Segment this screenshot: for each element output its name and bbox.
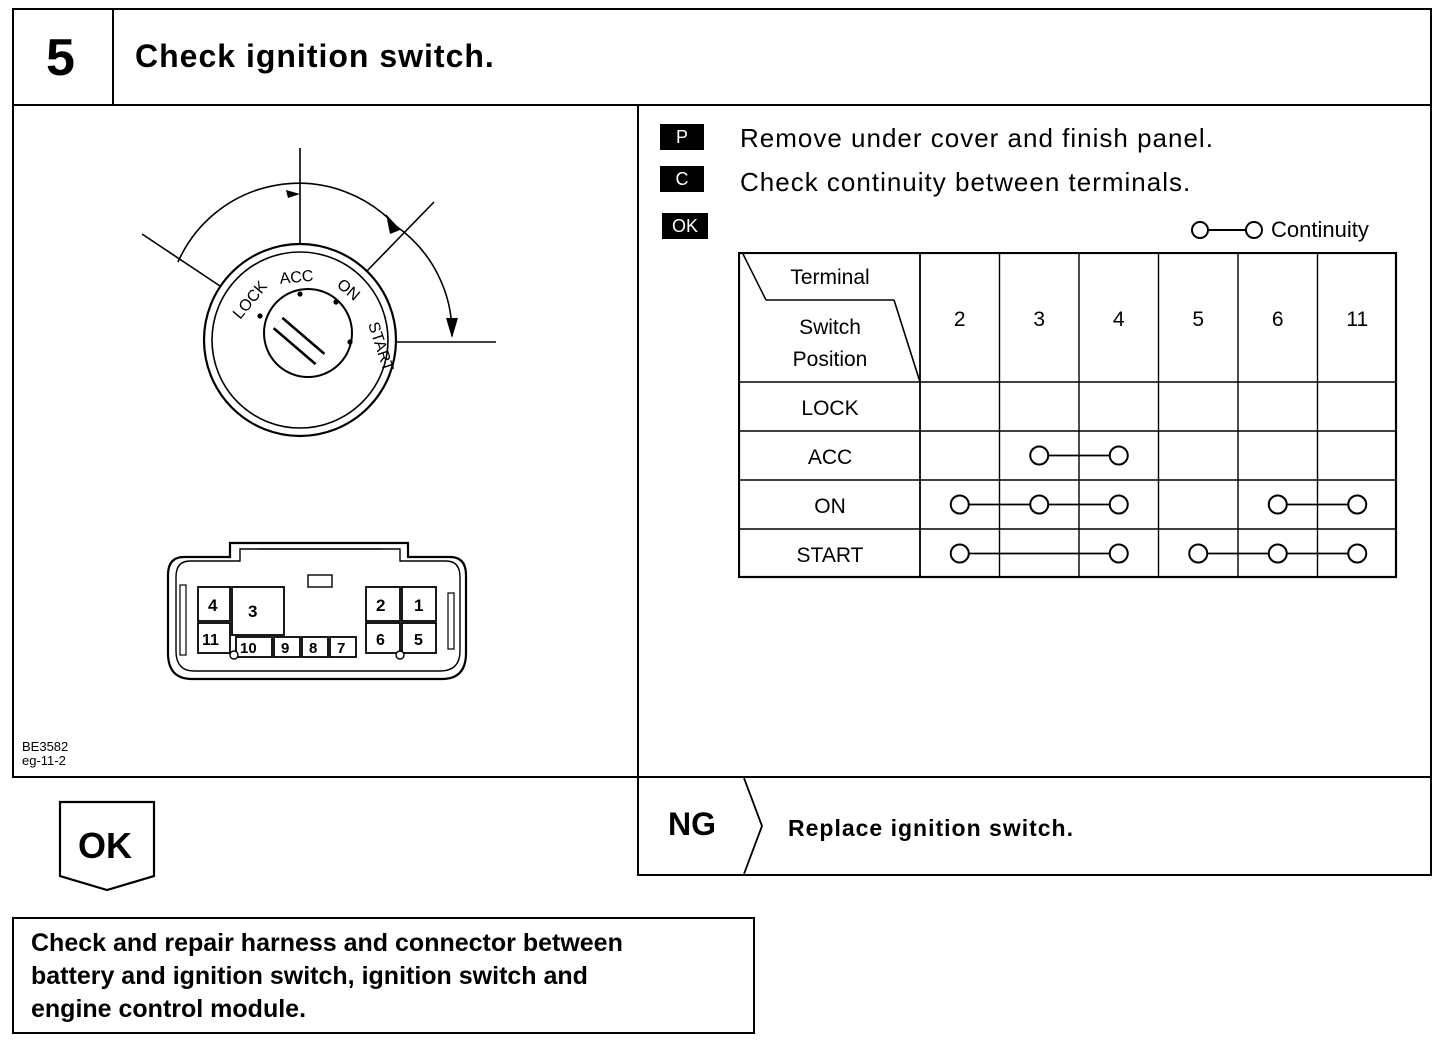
step-number-divider [112,8,114,106]
switch-label-acc: ACC [279,268,314,288]
table-header-position: Position [793,348,868,371]
connector-pin-8: 8 [309,640,317,657]
ng-chevron [743,778,763,874]
table-header-switch: Switch [799,316,861,339]
continuity-node-acc-3 [1029,445,1050,466]
ng-label: NG [668,806,716,842]
continuity-node-start-5 [1188,543,1209,564]
connector-figure: 4 3 2 1 11 10 9 8 7 6 5 [166,541,468,681]
ok-action-line2: battery and ignition switch, ignition sw… [31,962,588,990]
connector-pin-4: 4 [208,596,218,615]
continuity-node-on-11 [1347,494,1368,515]
terminal-header-3: 3 [1033,308,1045,331]
instruction-p: Remove under cover and finish panel. [740,123,1214,153]
ok-action-text: Check and repair harness and connector b… [31,927,623,1026]
row-label-lock: LOCK [801,397,858,420]
ignition-switch-figure: LOCK ACC ON START [141,148,496,438]
tag-ok: OK [662,213,708,239]
ng-result-box [637,776,1432,876]
figure-code: BE3582 eg-11-2 [22,740,68,768]
connector-pin-6: 6 [376,632,385,649]
connector-pin-5: 5 [414,632,423,649]
continuity-node-start-2 [949,543,970,564]
row-label-acc: ACC [808,446,852,469]
continuity-node-acc-4 [1108,445,1129,466]
continuity-node-start-4 [1108,543,1129,564]
ok-action-line3: engine control module. [31,995,307,1023]
table-border [738,252,1398,579]
row-label-start: START [797,544,864,567]
continuity-node-on-6 [1267,494,1288,515]
tag-c: C [660,166,704,192]
connector-pin-1: 1 [414,596,423,615]
tag-p: P [660,124,704,150]
connector-pin-3: 3 [248,602,257,621]
connector-pin-11: 11 [202,632,219,649]
figure-code-line2: eg-11-2 [22,753,66,768]
step-title: Check ignition switch. [135,38,495,74]
terminal-header-5: 5 [1192,308,1204,331]
connector-pin-7: 7 [337,640,345,657]
terminal-header-4: 4 [1113,308,1125,331]
continuity-legend-symbol [1191,221,1263,239]
continuity-legend-label: Continuity [1271,217,1369,242]
connector-pin-2: 2 [376,596,385,615]
continuity-node-start-6 [1267,543,1288,564]
figure-code-line1: BE3582 [22,739,69,754]
table-header-terminal: Terminal [790,266,869,289]
continuity-node-on-3 [1029,494,1050,515]
terminal-header-6: 6 [1272,308,1284,331]
terminal-header-2: 2 [954,308,966,331]
ok-badge [58,800,156,892]
continuity-node-on-2 [949,494,970,515]
row-label-on: ON [814,495,846,518]
continuity-node-on-4 [1108,494,1129,515]
ok-action-line1: Check and repair harness and connector b… [31,929,623,957]
ng-text: Replace ignition switch. [788,815,1074,841]
ok-action-box [12,917,755,1034]
step-number: 5 [46,29,75,87]
terminal-header-11: 11 [1346,308,1368,331]
connector-pin-10: 10 [240,640,257,657]
continuity-node-start-11 [1347,543,1368,564]
ok-label: OK [78,825,132,866]
instruction-c: Check continuity between terminals. [740,167,1192,197]
connector-pin-9: 9 [281,640,289,657]
body-divider [637,104,639,876]
